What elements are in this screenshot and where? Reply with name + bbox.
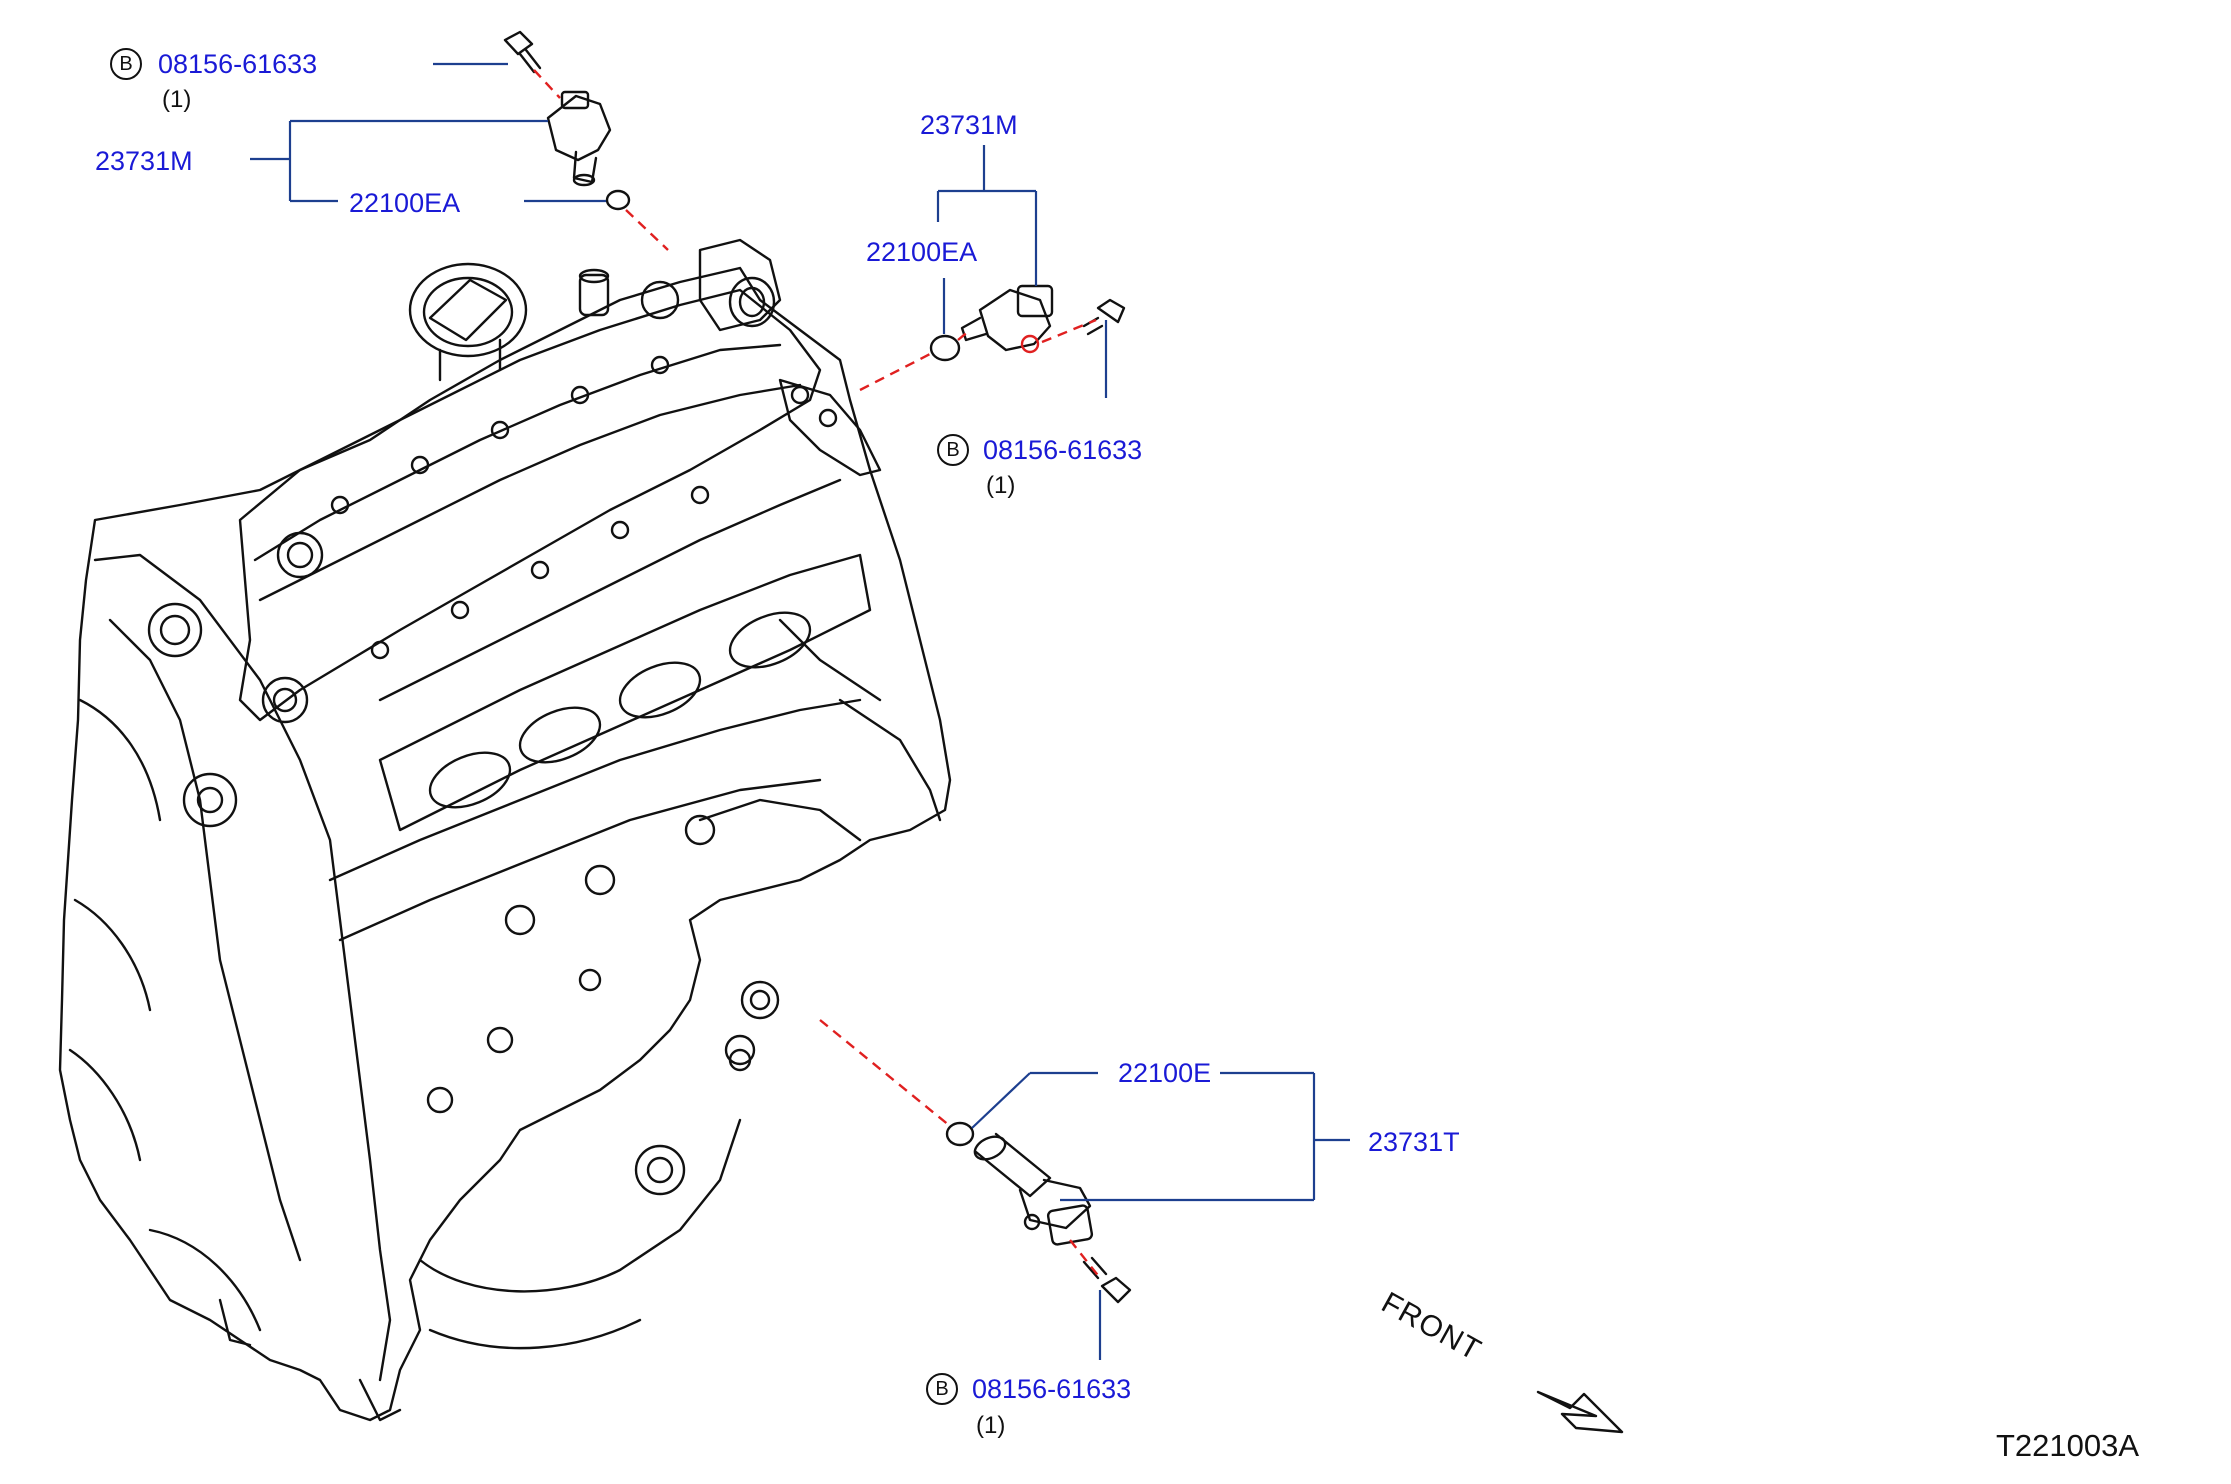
front-arrow	[1536, 1390, 1624, 1434]
part-number-oring-top-right[interactable]: 22100EA	[866, 237, 978, 267]
part-number-bolt-bottom[interactable]: 08156-61633	[972, 1374, 1132, 1404]
part-number-oring-bottom[interactable]: 22100E	[1118, 1058, 1212, 1088]
oil-filler-cap	[408, 262, 528, 358]
engine-block	[58, 238, 952, 1422]
bolt-top-left	[503, 30, 542, 74]
oring-bottom	[945, 1121, 975, 1147]
bolt-bottom	[1082, 1256, 1132, 1304]
qty-bolt-bottom: (1)	[976, 1412, 1006, 1439]
bolt-top-right	[1082, 298, 1126, 336]
cam-sensor-port	[728, 276, 776, 328]
badge-b-top-right: B	[937, 434, 969, 466]
part-number-oring-top-left[interactable]: 22100EA	[349, 188, 461, 218]
cam-sensor-top-right	[960, 284, 1054, 354]
leader-lines	[250, 62, 1350, 1360]
part-number-bolt-top-right[interactable]: 08156-61633	[983, 435, 1143, 465]
oring-top-left	[605, 189, 631, 211]
oring-top-right	[929, 334, 961, 362]
diagram-code: T221003A	[1996, 1428, 2140, 1463]
part-number-assembly-top-left[interactable]: 23731M	[95, 146, 193, 176]
crank-sensor-bottom	[973, 1132, 1094, 1246]
cam-sensor-top-left	[546, 90, 612, 187]
part-number-assembly-bottom[interactable]: 23731T	[1368, 1127, 1460, 1157]
badge-b-bottom: B	[926, 1373, 958, 1405]
part-number-assembly-top-right[interactable]: 23731M	[920, 110, 1018, 140]
qty-bolt-top-left: (1)	[162, 86, 192, 113]
part-number-bolt-top-left[interactable]: 08156-61633	[158, 49, 318, 79]
qty-bolt-top-right: (1)	[986, 472, 1016, 499]
dashed-lines	[533, 69, 1101, 1279]
badge-b-top-left: B	[110, 48, 142, 80]
